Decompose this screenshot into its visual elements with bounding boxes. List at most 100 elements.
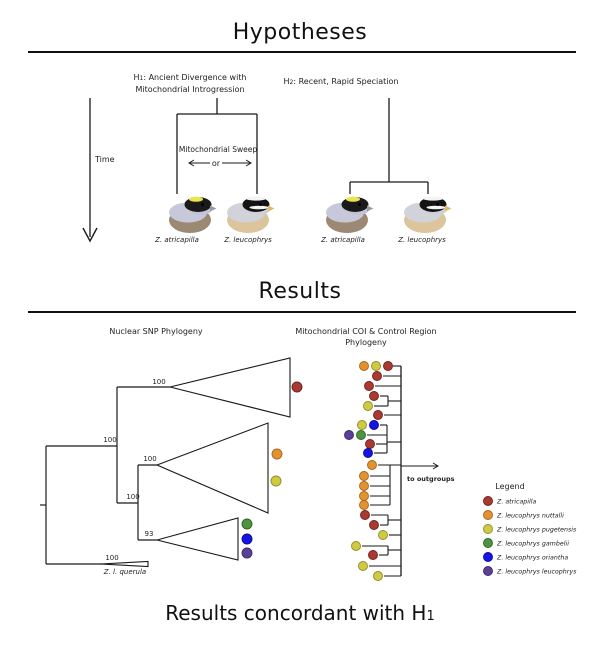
sample-dot-yellow <box>357 420 367 430</box>
h2-bird-leucophrys <box>404 196 452 233</box>
sample-dot-green <box>356 430 366 440</box>
h1-label-line2: Mitochondrial Introgression <box>135 85 245 94</box>
bird-illustrations <box>169 196 452 233</box>
bootstrap-support-label: 100 <box>152 378 165 386</box>
sample-dot-red <box>373 410 383 420</box>
collapsed-clade-triangle <box>154 517 239 561</box>
time-label: Time <box>95 155 115 164</box>
legend-swatch-purple <box>483 566 493 576</box>
bird-crown-patch <box>189 196 203 202</box>
mitochondrial-tree <box>344 361 439 581</box>
sample-dot-orange <box>359 481 369 491</box>
time-arrowhead-icon <box>82 227 98 243</box>
sample-dot-yellow <box>363 401 373 411</box>
sample-dot-yellow <box>378 530 388 540</box>
h1-bird-leucophrys <box>227 196 275 233</box>
sample-dot-red <box>372 371 382 381</box>
to-outgroups-label: to outgroups <box>407 475 455 483</box>
sample-dot-orange <box>359 471 369 481</box>
conclusion-title: Results concordant with H1 <box>165 601 435 625</box>
bird-eye <box>201 203 204 206</box>
legend-item-label: Z. leucophrys nuttalli <box>496 512 564 520</box>
h2-hypothesis-label: H2: Recent, Rapid Speciation <box>283 77 399 86</box>
nuclear-phylogeny-title: Nuclear SNP Phylogeny <box>109 327 203 336</box>
legend-swatch-green <box>483 538 493 548</box>
legend-item-label: Z. leucophrys gambelii <box>496 541 569 548</box>
bird-beak <box>268 205 275 212</box>
sample-dot-purple <box>344 430 354 440</box>
legend-item-label: Z. atricapilla <box>496 498 537 506</box>
collapsed-clade-triangle <box>155 422 269 514</box>
results-section-title: Results <box>258 279 342 304</box>
sample-dot-red <box>364 381 374 391</box>
bird-beak <box>210 205 217 212</box>
results-divider <box>28 311 576 313</box>
legend-item-label: Z. leucophrys oriantha <box>496 554 568 562</box>
outgroup-taxon-label: Z. l. querula <box>103 568 147 576</box>
h2-bird-atricapilla <box>326 196 374 233</box>
bird-beak <box>367 205 374 212</box>
bootstrap-support-label: 100 <box>103 436 116 444</box>
sample-dot-orange <box>359 361 369 371</box>
mito-phylogeny-title: Mitochondrial COI & Control Region Phylo… <box>281 326 451 348</box>
sample-dot-blue <box>363 448 373 458</box>
sample-dot-yellow <box>270 475 282 487</box>
bird-eye-stripe <box>249 205 269 210</box>
bird-eye <box>436 203 439 206</box>
h2-right-bird-label: Z. leucophrys <box>398 236 446 244</box>
legend-swatch-red <box>483 496 493 506</box>
sample-dot-blue <box>241 533 253 545</box>
legend-swatch-blue <box>483 552 493 562</box>
collapsed-clade-triangle <box>99 560 149 568</box>
legend-item-label: Z. leucophrys leucophrys <box>496 569 577 576</box>
hypotheses-section-title: Hypotheses <box>232 20 368 45</box>
sample-dot-red <box>291 381 303 393</box>
h1-left-bird-label: Z. atricapilla <box>155 236 199 244</box>
sample-dot-orange <box>359 500 369 510</box>
bird-eye <box>358 203 361 206</box>
hypotheses-linework <box>82 98 429 243</box>
h2-left-bird-label: Z. atricapilla <box>321 236 365 244</box>
sample-dot-blue <box>369 420 379 430</box>
to-outgroups-arrowhead-icon <box>432 462 439 470</box>
legend-swatch-yellow <box>483 524 493 534</box>
mito-title-line1: Mitochondrial COI & Control Region <box>295 327 437 336</box>
sample-dot-yellow <box>373 571 383 581</box>
bird-crown-stripe <box>423 196 443 201</box>
h1-hypothesis-label: H1: Ancient Divergence with Mitochondria… <box>110 72 270 95</box>
legend-item-label: Z. leucophrys pugetensis <box>496 526 577 534</box>
sweep-left-arrowhead-icon <box>188 159 195 167</box>
collapsed-clade-triangle <box>169 357 291 418</box>
h1-label-line1: H1: Ancient Divergence with <box>133 73 247 82</box>
legend-title: Legend <box>495 482 524 491</box>
h1-bird-atricapilla <box>169 196 217 233</box>
sample-dot-red <box>365 439 375 449</box>
bootstrap-support-label: 100 <box>105 554 118 562</box>
bird-eye-stripe <box>426 205 446 210</box>
mito-title-line2: Phylogeny <box>345 338 387 347</box>
sample-dot-red <box>369 391 379 401</box>
bird-eye <box>259 203 262 206</box>
sample-dot-red <box>383 361 393 371</box>
sample-dot-orange <box>359 491 369 501</box>
sample-dot-red <box>360 510 370 520</box>
sample-dot-red <box>369 520 379 530</box>
sweep-right-arrowhead-icon <box>245 159 252 167</box>
bird-crown-patch <box>346 196 360 202</box>
sample-dot-orange <box>367 460 377 470</box>
or-label: or <box>211 159 221 168</box>
sample-dot-orange <box>271 448 283 460</box>
bird-crown-stripe <box>246 196 266 201</box>
sample-dot-yellow <box>351 541 361 551</box>
sample-dot-green <box>241 518 253 530</box>
sample-dot-purple <box>241 547 253 559</box>
hypotheses-divider <box>28 51 576 53</box>
bootstrap-support-label: 93 <box>145 530 154 538</box>
h1-right-bird-label: Z. leucophrys <box>224 236 272 244</box>
sample-dot-red <box>368 550 378 560</box>
sample-dot-yellow <box>371 361 381 371</box>
legend-swatch-orange <box>483 510 493 520</box>
